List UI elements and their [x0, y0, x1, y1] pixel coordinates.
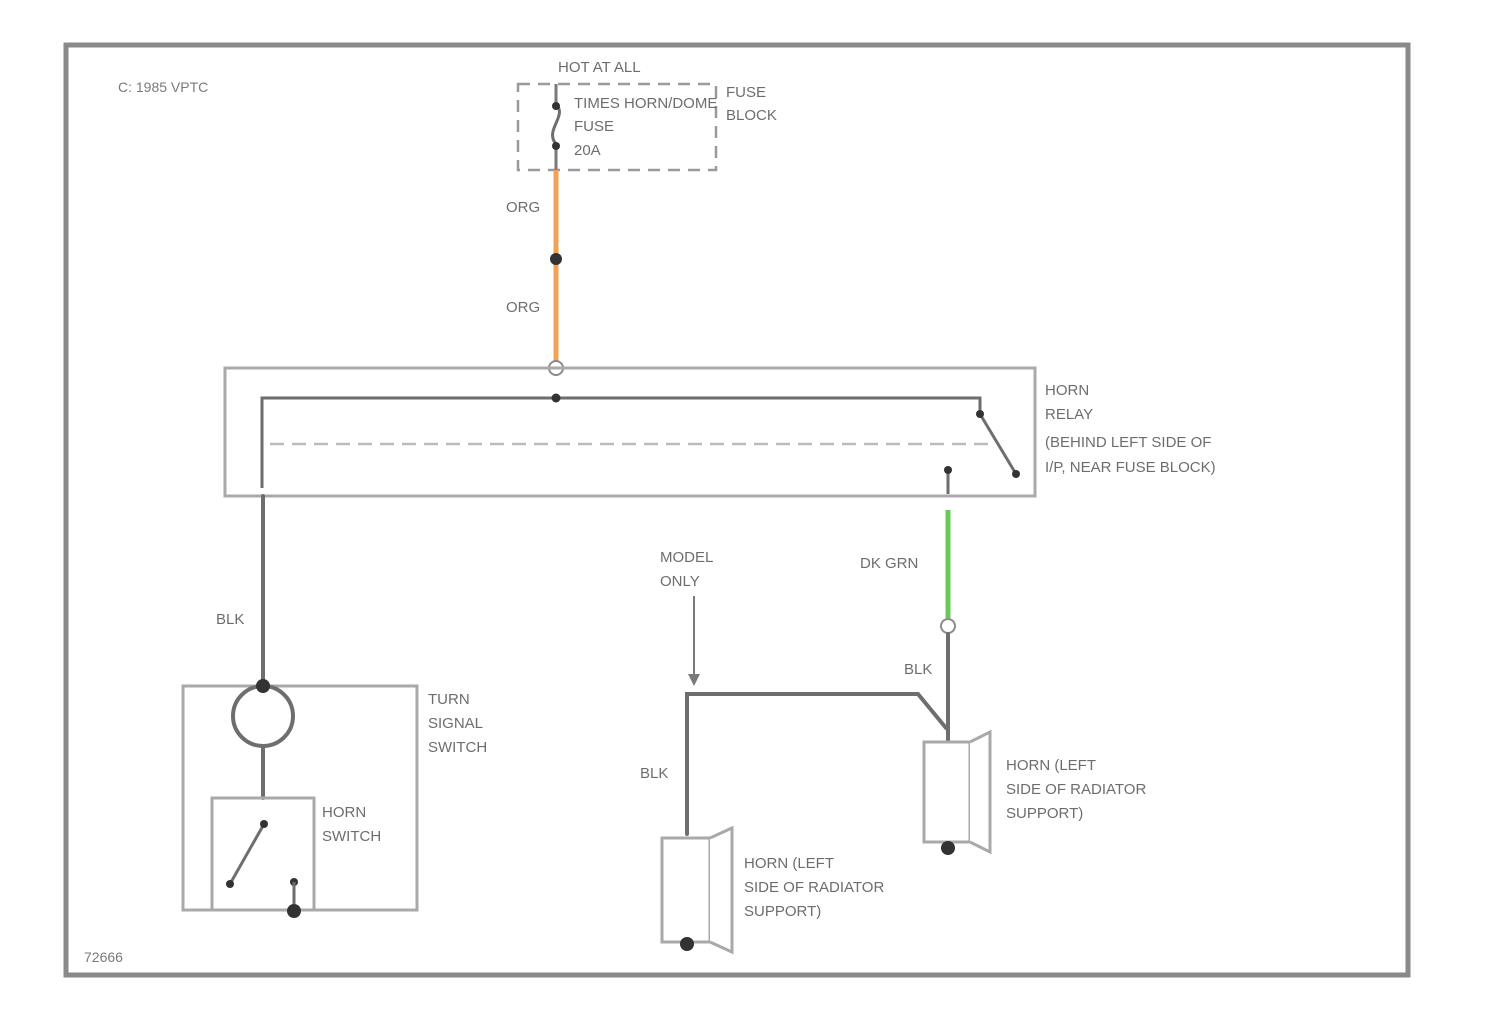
horn-relay-location-1: (BEHIND LEFT SIDE OF: [1045, 434, 1211, 451]
fuse-name-label: TIMES HORN/DOME: [574, 95, 717, 112]
horn-bottom-label-3: SUPPORT): [744, 903, 821, 920]
fuse-symbol: [552, 84, 560, 170]
horn-bottom-ground-node: [680, 937, 694, 951]
horn-bottom-symbol: [662, 828, 732, 952]
horn-relay-label-1: HORN: [1045, 382, 1089, 399]
horn-right-symbol: [924, 732, 990, 852]
horn-bottom-label-1: HORN (LEFT: [744, 855, 834, 872]
horn-switch-ground-node: [287, 904, 301, 918]
horn-switch-box: [212, 798, 314, 910]
model-only-arrowhead: [688, 674, 700, 686]
horn-right-label-3: SUPPORT): [1006, 805, 1083, 822]
diagram-frame: [66, 45, 1408, 975]
fuse-block-label-2: BLOCK: [726, 107, 777, 124]
blk-wire-mid-label: BLK: [640, 765, 668, 782]
horn-bottom-label-2: SIDE OF RADIATOR: [744, 879, 884, 896]
fuse-block-label-1: FUSE: [726, 84, 766, 101]
horn-right-label-2: SIDE OF RADIATOR: [1006, 781, 1146, 798]
horn-right-ground-node: [941, 841, 955, 855]
blk-wire-horn-link: [687, 694, 946, 834]
horn-right-label-1: HORN (LEFT: [1006, 757, 1096, 774]
relay-contacts: [262, 394, 1020, 495]
blk-wire-left-label: BLK: [216, 611, 244, 628]
turn-signal-label-3: SWITCH: [428, 739, 487, 756]
horn-relay-location-2: I/P, NEAR FUSE BLOCK): [1045, 459, 1216, 476]
org-splice-node: [550, 253, 562, 265]
figure-id: 72666: [84, 949, 123, 965]
horn-switch-label-1: HORN: [322, 804, 366, 821]
blk-wire-right-label: BLK: [904, 661, 932, 678]
model-only-label-1: MODEL: [660, 549, 713, 566]
org-wire-label-lower: ORG: [506, 299, 540, 316]
horn-switch-label-2: SWITCH: [322, 828, 381, 845]
fuse-type-label: FUSE: [574, 118, 614, 135]
dk-grn-wire-label: DK GRN: [860, 555, 918, 572]
horn-relay-label-2: RELAY: [1045, 406, 1093, 423]
model-only-label-2: ONLY: [660, 573, 700, 590]
horn-switch-contacts: [226, 820, 298, 910]
horn-pad-contact: [233, 686, 293, 746]
horn-relay-box: [225, 368, 1035, 496]
dk-grn-connector: [941, 619, 955, 633]
hot-at-all-label: HOT AT ALL: [558, 59, 641, 76]
config-note: C: 1985 VPTC: [118, 79, 208, 95]
turn-signal-label-2: SIGNAL: [428, 715, 483, 732]
org-wire-label-upper: ORG: [506, 199, 540, 216]
horn-pad-top-node: [256, 679, 270, 693]
fuse-rating-label: 20A: [574, 142, 601, 159]
turn-signal-label-1: TURN: [428, 691, 470, 708]
